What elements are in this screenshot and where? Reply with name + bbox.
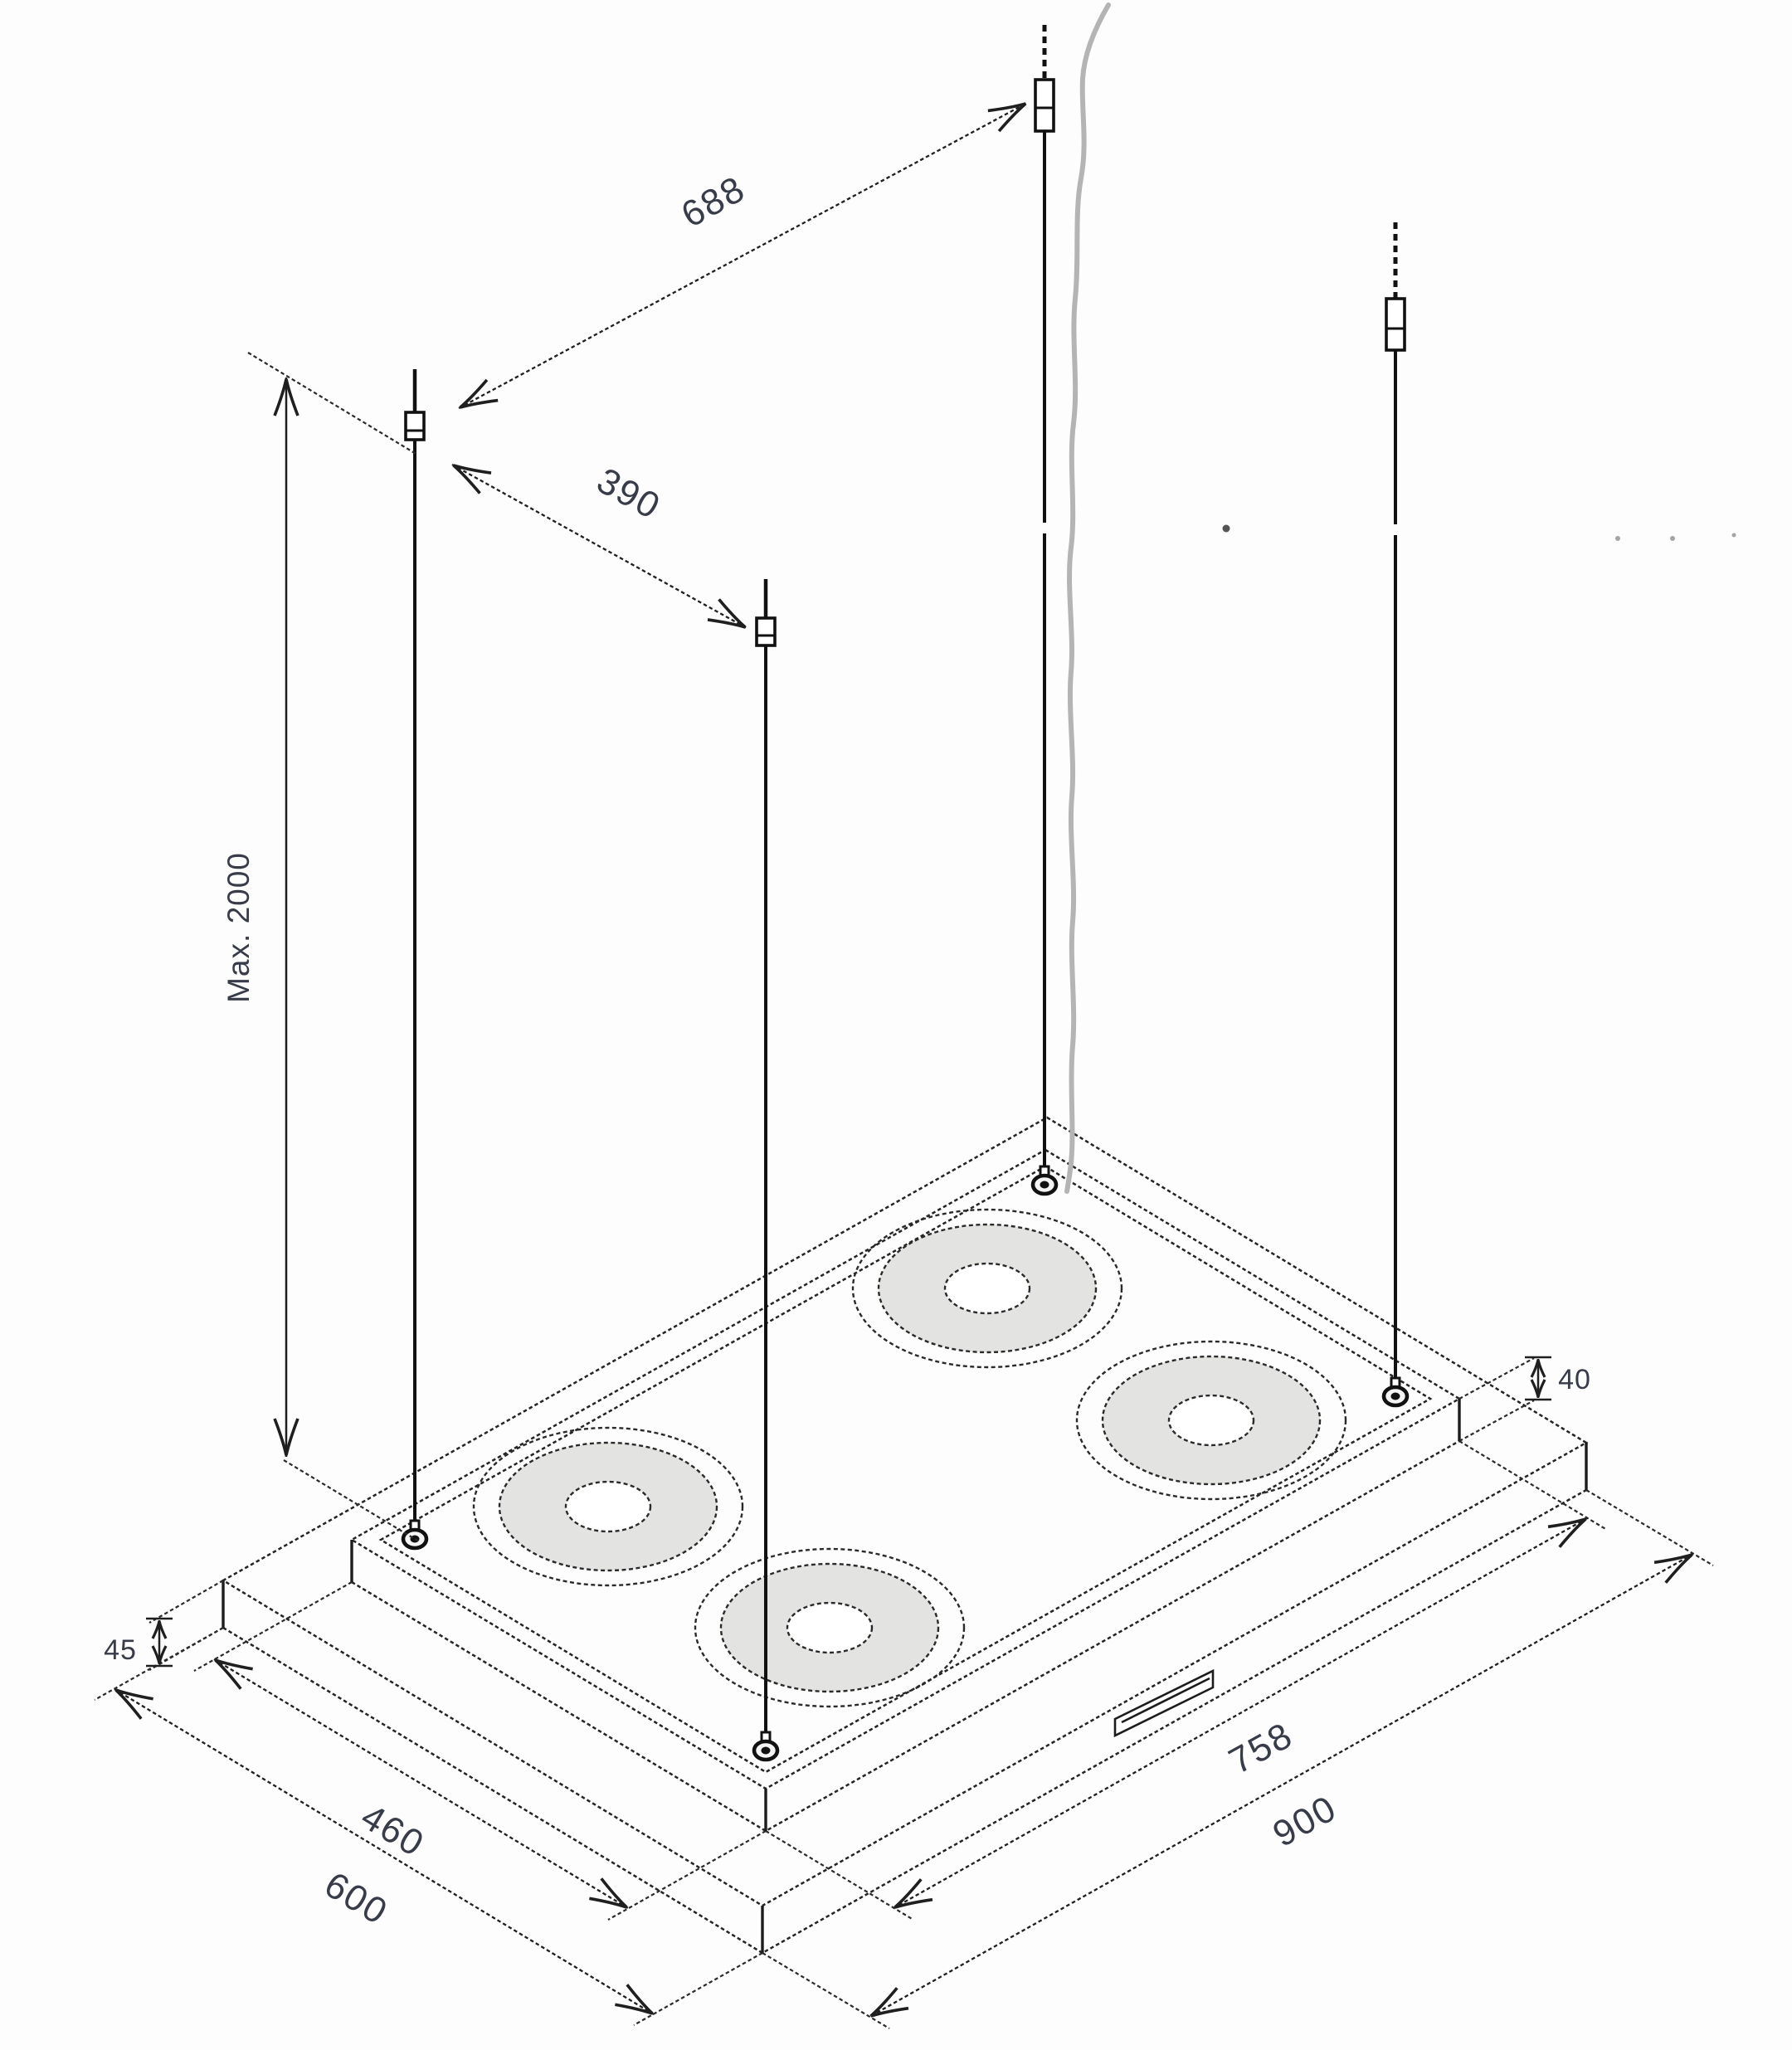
adjuster-body [1385, 297, 1406, 352]
wire-adjuster [1034, 78, 1055, 133]
dim-base-height: 45 [104, 1580, 224, 1671]
ceiling-reference-line [247, 352, 418, 455]
dim-line-688 [458, 101, 1028, 410]
dim-back-span: 688 [458, 101, 1028, 410]
burner-back-left [851, 1208, 1123, 1369]
wire-adjuster [404, 411, 426, 441]
suspension-wire-back [1034, 25, 1055, 1175]
dim-hob-width: 460 [193, 1581, 767, 1921]
dim-base-width: 600 [94, 1627, 763, 2026]
burner-back-right [1075, 1340, 1347, 1501]
wire-adjuster [755, 616, 777, 647]
dim-line-460 [213, 1658, 629, 1909]
dim-label-40: 40 [1558, 1364, 1591, 1395]
dim-label-688: 688 [674, 168, 752, 236]
burner-outer-ring [851, 1208, 1123, 1369]
vent-slot-inner-line [1121, 1677, 1210, 1724]
adjuster-body [755, 616, 777, 647]
burner-center [786, 1601, 874, 1654]
speck [1615, 536, 1620, 541]
mounting-screw-left [401, 1519, 429, 1551]
dim-line-900 [869, 1552, 1694, 2018]
dim-label-600: 600 [318, 1864, 395, 1933]
burner-front-left [472, 1426, 744, 1587]
extension-line [193, 1581, 353, 1672]
extension-line [762, 1952, 890, 2029]
mounting-screw-right [1381, 1376, 1410, 1408]
dim-line-758 [893, 1517, 1588, 1910]
extension-line [1585, 1489, 1714, 1566]
base-bottom-edges [222, 1488, 1587, 1955]
suspension-wire-right [1385, 222, 1406, 1386]
extension-line [607, 1830, 767, 1921]
speck [1731, 533, 1736, 538]
speck [1670, 536, 1675, 541]
mounting-screw-back [1030, 1165, 1059, 1196]
burner-front-middle [694, 1547, 966, 1708]
extension-line [1458, 1400, 1535, 1442]
dim-label-45: 45 [104, 1634, 137, 1666]
dim-max-suspension: Max. 2000 [222, 352, 420, 1542]
extension-line [1458, 1357, 1535, 1400]
dim-side-span: 390 [451, 460, 747, 630]
extension-line [765, 1830, 914, 1921]
dim-label-758: 758 [1222, 1715, 1299, 1782]
mounting-screw-front [752, 1731, 780, 1762]
burner-outer-ring [1075, 1340, 1347, 1501]
dim-label-max2000: Max. 2000 [222, 852, 256, 1003]
extension-line [1458, 1440, 1608, 1531]
burner-outer-ring [472, 1426, 744, 1587]
dim-line-600 [114, 1688, 655, 2015]
suspension-wire-front [755, 579, 777, 1741]
screw-core [1040, 1181, 1049, 1189]
wire-adjuster [1385, 297, 1406, 352]
screw-core [1390, 1392, 1400, 1400]
dim-label-390: 390 [590, 460, 667, 528]
dim-label-900: 900 [1266, 1788, 1343, 1855]
screw-core [761, 1746, 771, 1755]
suspension-wire-left [404, 369, 426, 1529]
hob-plane-extension-line [283, 1459, 420, 1542]
extension-line [149, 1627, 224, 1671]
scan-artifacts [1222, 524, 1736, 541]
burner-center [943, 1262, 1031, 1315]
dim-label-460: 460 [354, 1796, 431, 1865]
power-cable [1064, 2, 1111, 1194]
extension-line [633, 1952, 763, 2026]
speck [1222, 524, 1230, 533]
dim-hob-height: 40 [1458, 1356, 1591, 1442]
burner-center [1167, 1394, 1255, 1447]
burner-center [564, 1480, 652, 1533]
adjuster-body [1034, 78, 1055, 133]
dim-line-390 [451, 463, 747, 630]
base-top-outline [221, 1116, 1589, 1907]
extension-line [149, 1580, 224, 1624]
power-cable-line [1064, 2, 1111, 1194]
adjuster-body [404, 411, 426, 441]
